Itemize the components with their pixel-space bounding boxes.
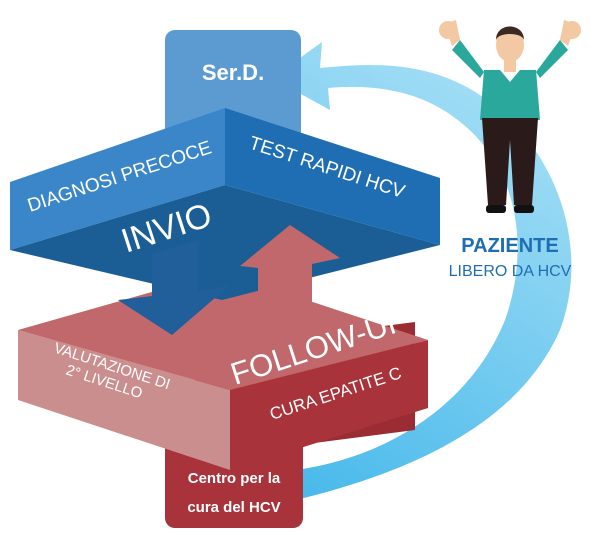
- lower-left-face: [18, 330, 230, 470]
- up-arrow: [240, 225, 340, 318]
- libero-label: LIBERO DA HCV: [449, 263, 572, 280]
- down-arrow: [118, 240, 230, 335]
- serd-label: Ser.D.: [202, 60, 264, 85]
- upper-left-face: [10, 108, 225, 250]
- centro-label-line2: cura del HCV: [187, 499, 280, 516]
- paziente-label: PAZIENTE: [461, 235, 558, 257]
- upper-right-face: [225, 108, 440, 245]
- upper-under-face: [10, 185, 440, 300]
- lower-right-face: [230, 340, 428, 470]
- patient-figure: [439, 20, 581, 213]
- centro-label-line1: Centro per la: [188, 470, 281, 487]
